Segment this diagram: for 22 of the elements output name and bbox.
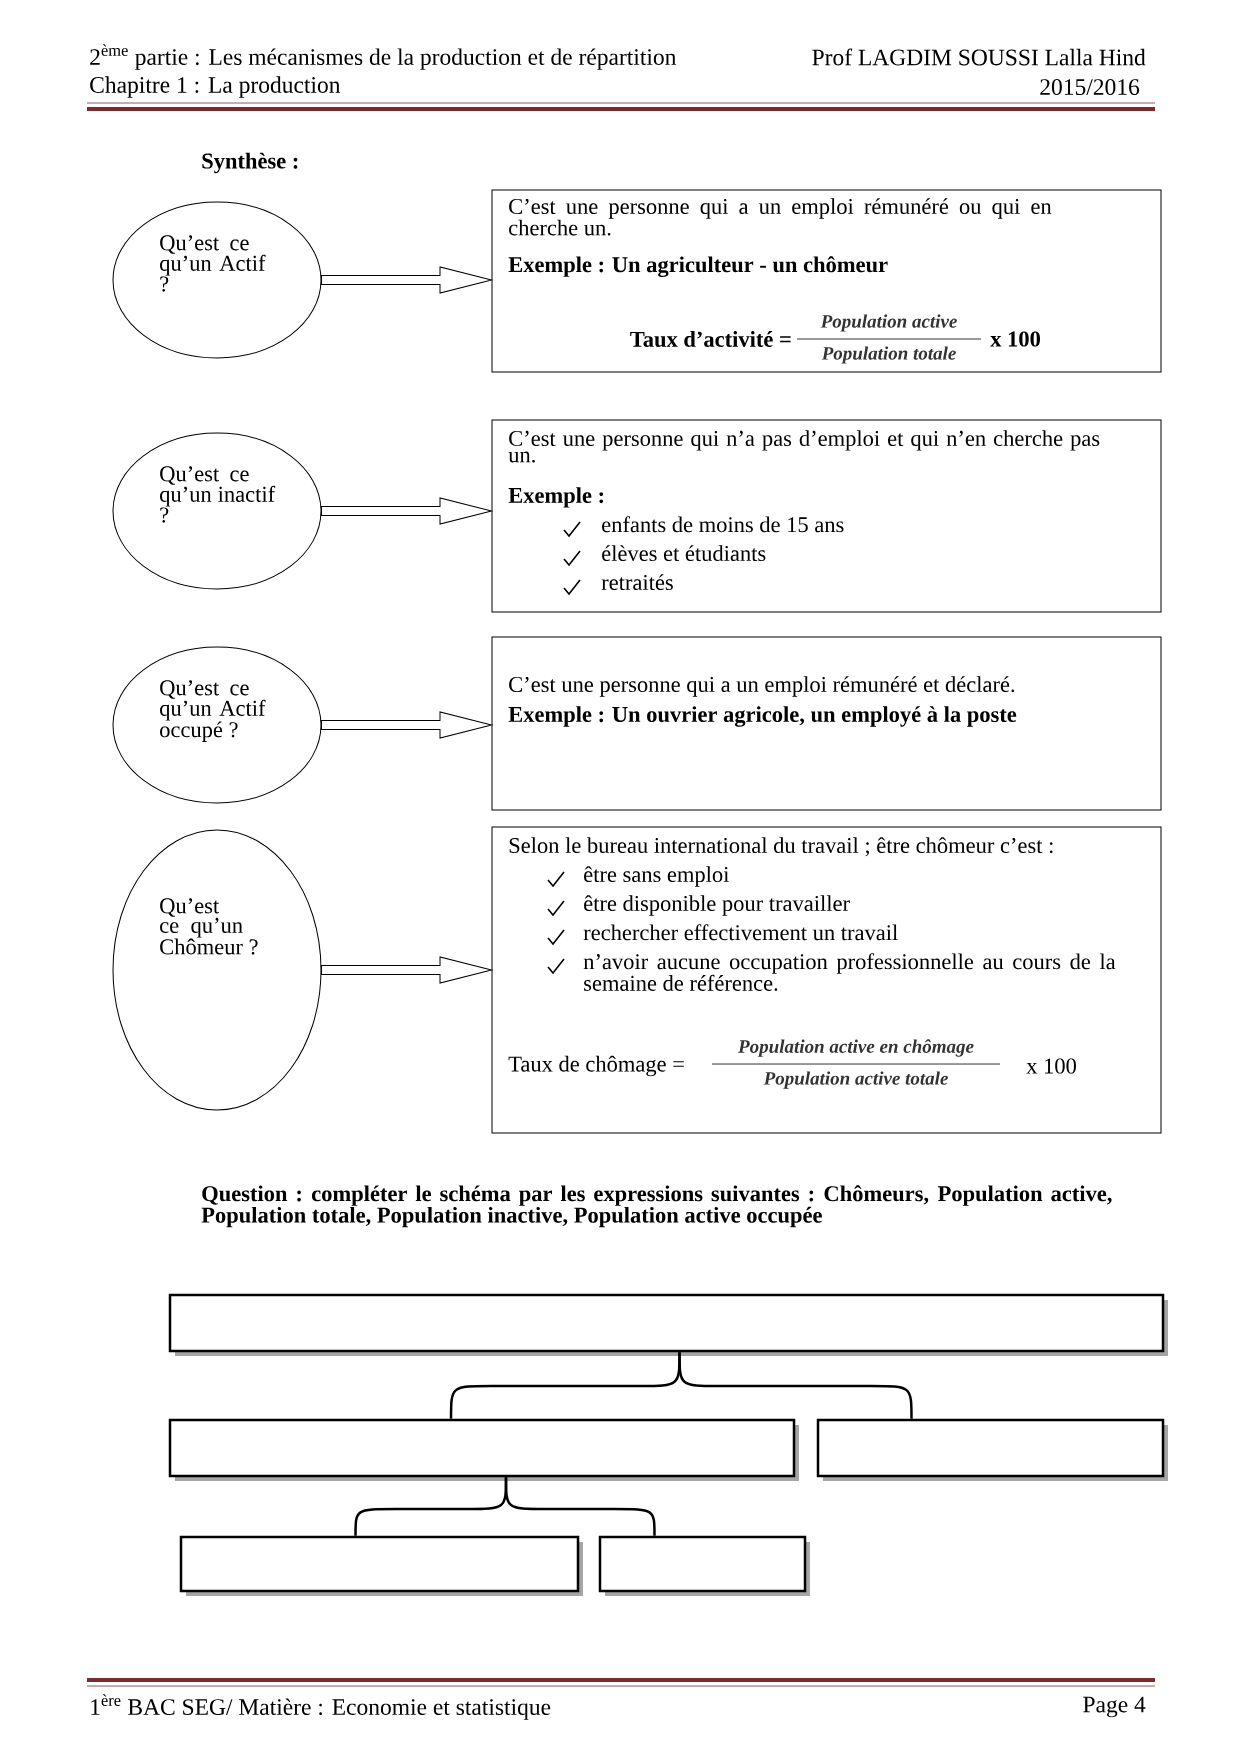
section-heading: Synthèse : (202, 152, 298, 174)
block-arrow (321, 497, 492, 525)
block-arrow (321, 266, 492, 294)
answer-box (598, 1535, 810, 1596)
definition-box: C’est une personne qui a un emploi rémunéré ou qui en cherche un. Exemple : Un agriculteur - un chômeur Taux d’activité = Population active Population totale x 100 (491, 189, 1162, 373)
header-text: Chapitre 1 : La production (90, 76, 341, 98)
header-text: Prof LAGDIM SOUSSI Lalla Hind (812, 48, 1146, 66)
footer-text: Page 4 (1083, 1696, 1146, 1718)
block-arrow (321, 711, 492, 739)
definition-box: C’est une personne qui a un emploi rémunéré et déclaré. Exemple : Un ouvrier agricole, un employé à la poste (491, 636, 1162, 811)
definition-box: Selon le bureau international du travail ; être chômeur c’est : être sans emploi être disponible pour travailler rechercher effectivement un travail n’avoir aucune occupation professionnelle au cours de la semaine de référence. Taux de chômage = Population active en chômage Population active totale x 100 (491, 826, 1162, 1134)
answer-box (816, 1418, 1168, 1481)
answer-box (168, 1293, 1168, 1356)
question-text: Question : compléter le schéma par les expressions suivantes : Chômeurs, Population active, Population totale, Population inactive, Population active occupée (201, 1185, 1112, 1228)
answer-box (179, 1535, 583, 1596)
footer-text: 1$^{ère}$ BAC SEG/ Matière : Economie et statistique (91, 1694, 551, 1720)
answer-box (168, 1418, 799, 1481)
definition-box: C’est une personne qui n’a pas d’emploi et qui n’en cherche pas un. Exemple : enfants de moins de 15 ans élèves et étudiants retraités (491, 419, 1162, 613)
header-text: 2$^{ème}$ partie : Les mécanismes de la production et de répartition (90, 44, 677, 70)
brace-connector (678, 1352, 913, 1419)
block-arrow (321, 956, 492, 984)
header-text: 2015/2016 (1040, 79, 1140, 95)
